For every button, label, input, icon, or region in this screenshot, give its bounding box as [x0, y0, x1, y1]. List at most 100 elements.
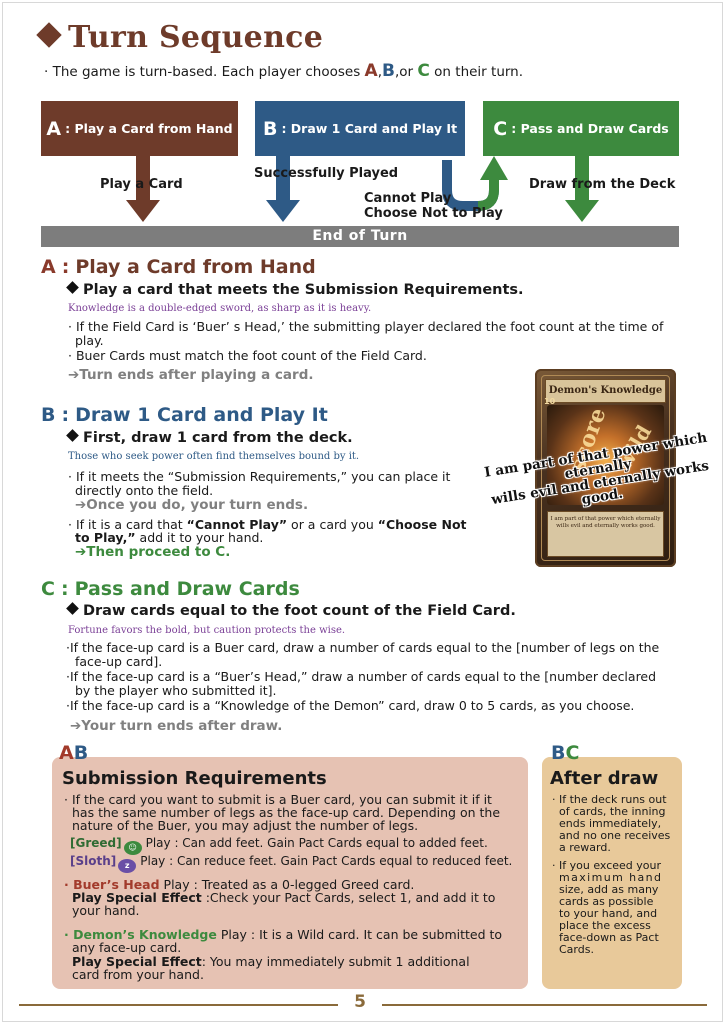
section-b-letter: B: [41, 404, 56, 426]
sloth-tag: [Sloth]: [70, 854, 117, 868]
flow-box-b: B: Draw 1 Card and Play It: [255, 101, 465, 156]
flow-b-letter: B: [262, 117, 278, 140]
section-b-flavor: Those who seek power often find themselv…: [68, 451, 360, 462]
section-a-result: ➔Turn ends after playing a card.: [68, 367, 314, 383]
section-c-bullet-1: ·If the face-up card is a Buer card, dra…: [66, 640, 660, 655]
after-draw-tag-b: B: [551, 742, 566, 764]
section-c-flavor: Fortune favors the bold, but caution pro…: [68, 625, 346, 636]
after-draw-tag-c: C: [565, 742, 580, 764]
flow-box-a: A: Play a Card from Hand: [41, 101, 238, 156]
section-c-heading: C:Pass and Draw Cards: [41, 578, 300, 600]
card-number: 10: [544, 397, 556, 406]
section-a-flavor: Knowledge is a double-edged sword, as sh…: [68, 303, 372, 314]
section-b-bullet-1b: directly onto the field.: [75, 483, 214, 498]
buers-head-name: · Buer’s Head: [64, 877, 160, 892]
section-a-title: Play a Card from Hand: [75, 256, 316, 278]
diamond-icon: [66, 281, 79, 294]
section-b-b2-pre: · If it is a card that: [68, 517, 187, 532]
demons-knowledge-special-label: Play Special Effect: [72, 954, 202, 969]
footer-line-left: [19, 1004, 338, 1006]
section-b-bullet-2b: to Play,” add it to your hand.: [75, 531, 263, 545]
greed-text: Play : Can add feet. Gain Pact Cards equ…: [145, 836, 488, 850]
flow-label-draw-from-deck: Draw from the Deck: [529, 177, 676, 192]
flow-label-choose-not: Choose Not to Play: [364, 206, 503, 221]
sloth-text: Play : Can reduce feet. Gain Pact Cards …: [140, 854, 513, 868]
submission-p1-line1: · If the card you want to submit is a Bu…: [64, 792, 492, 807]
intro-letter-c: C: [417, 61, 430, 81]
page-title: Turn Sequence: [36, 20, 324, 55]
after-draw-p1-line: · If the deck runs out: [552, 793, 667, 806]
greed-line: [Greed]☺Play : Can add feet. Gain Pact C…: [70, 836, 488, 855]
after-draw-p2-line: face-down as Pact: [559, 931, 659, 944]
submission-p1-line3: nature of the Buer, you may adjust the n…: [72, 818, 419, 833]
after-draw-p2-line: size, add as many: [559, 883, 659, 896]
card-name: Demon's Knowledge: [545, 379, 666, 403]
submission-panel: [52, 757, 528, 989]
section-c-sep: :: [60, 578, 69, 600]
greed-icon: ☺: [123, 841, 142, 855]
after-draw-p2-line: maximum hand: [559, 871, 663, 884]
buers-head-special-label: Play Special Effect: [72, 890, 202, 905]
submission-tags: AB: [59, 742, 88, 764]
page-title-text: Turn Sequence: [68, 20, 324, 55]
intro-comma: ,: [377, 64, 383, 80]
arrow-b-down-icon: [266, 156, 300, 222]
after-draw-p2-line: place the excess: [559, 919, 651, 932]
section-c-result: ➔Your turn ends after draw.: [70, 718, 283, 734]
section-b-subheading: First, draw 1 card from the deck.: [66, 429, 353, 446]
intro-letter-b: B: [382, 61, 395, 81]
section-c-title: Pass and Draw Cards: [74, 578, 300, 600]
section-c-bullet-2: ·If the face-up card is a “Buer’s Head,”…: [66, 669, 657, 684]
section-c-sub-text: Draw cards equal to the foot count of th…: [83, 603, 516, 619]
section-c-bullet-3: ·If the face-up card is a “Knowledge of …: [66, 698, 635, 713]
after-draw-panel: [542, 757, 682, 989]
flow-label-play-card: Play a Card: [100, 177, 183, 192]
after-draw-p2-line: Cards.: [559, 943, 594, 956]
section-a-bullet-2: · Buer Cards must match the foot count o…: [68, 348, 427, 363]
section-b-sub-text: First, draw 1 card from the deck.: [83, 430, 353, 446]
section-b-b2-cannot-play: “Cannot Play”: [186, 517, 288, 532]
uturn-arrow-icon: [442, 156, 508, 211]
section-b-sep: :: [61, 404, 70, 426]
section-c-bullet-2b: by the player who submitted it].: [75, 683, 277, 698]
demons-knowledge-line: · Demon’s Knowledge Play : It is a Wild …: [64, 928, 502, 942]
section-a-sep: :: [61, 256, 70, 278]
demons-knowledge-text: Play : It is a Wild card. It can be subm…: [216, 927, 503, 942]
section-b-b2-to-play: to Play,”: [75, 530, 136, 545]
section-b-b2-choose-not: “Choose Not: [377, 517, 467, 532]
card-art: [547, 405, 664, 505]
submission-tag-a: A: [59, 742, 74, 764]
flow-a-letter: A: [46, 117, 62, 140]
demons-knowledge-card: Demon's Knowledge 10 score wild I am par…: [535, 369, 676, 567]
card-frame: [541, 375, 670, 561]
intro-or: ,or: [394, 64, 418, 80]
intro-suffix: on their turn.: [429, 64, 524, 80]
card-text: I am part of that power which eternally …: [547, 511, 664, 557]
section-c-bullet-1b: face-up card].: [75, 654, 163, 669]
section-b-heading: B:Draw 1 Card and Play It: [41, 404, 328, 426]
page-number: 5: [354, 992, 366, 1012]
after-draw-p2-line: cards as possible: [559, 895, 654, 908]
section-a-heading: A:Play a Card from Hand: [41, 256, 316, 278]
section-b-b2-post: add it to your hand.: [135, 530, 264, 545]
intro-text: · The game is turn-based. Each player ch…: [44, 61, 523, 81]
submission-tag-b: B: [73, 742, 89, 764]
greed-tag: [Greed]: [70, 836, 122, 850]
section-a-letter: A: [41, 256, 56, 278]
submission-title: Submission Requirements: [62, 768, 327, 789]
footer-line-right: [382, 1004, 707, 1006]
section-c-subheading: Draw cards equal to the foot count of th…: [66, 602, 516, 619]
buers-head-special-text: :Check your Pact Cards, select 1, and ad…: [201, 890, 496, 905]
buers-head-line: · Buer’s Head Play : Treated as a 0-legg…: [64, 878, 414, 892]
arrow-c-down-icon: [565, 156, 599, 222]
arrow-a-down-icon: [126, 156, 160, 222]
flow-label-successfully-played: Successfully Played: [254, 166, 399, 181]
flow-box-c: C: Pass and Draw Cards: [483, 101, 679, 156]
after-draw-p1-line: and no one receives: [559, 829, 671, 842]
section-a-bullet-1b: play.: [75, 333, 104, 348]
demons-knowledge-special: Play Special Effect: You may immediately…: [72, 955, 470, 969]
end-of-turn-bar: End of Turn: [41, 226, 679, 247]
section-a-sub-text: Play a card that meets the Submission Re…: [83, 282, 524, 298]
